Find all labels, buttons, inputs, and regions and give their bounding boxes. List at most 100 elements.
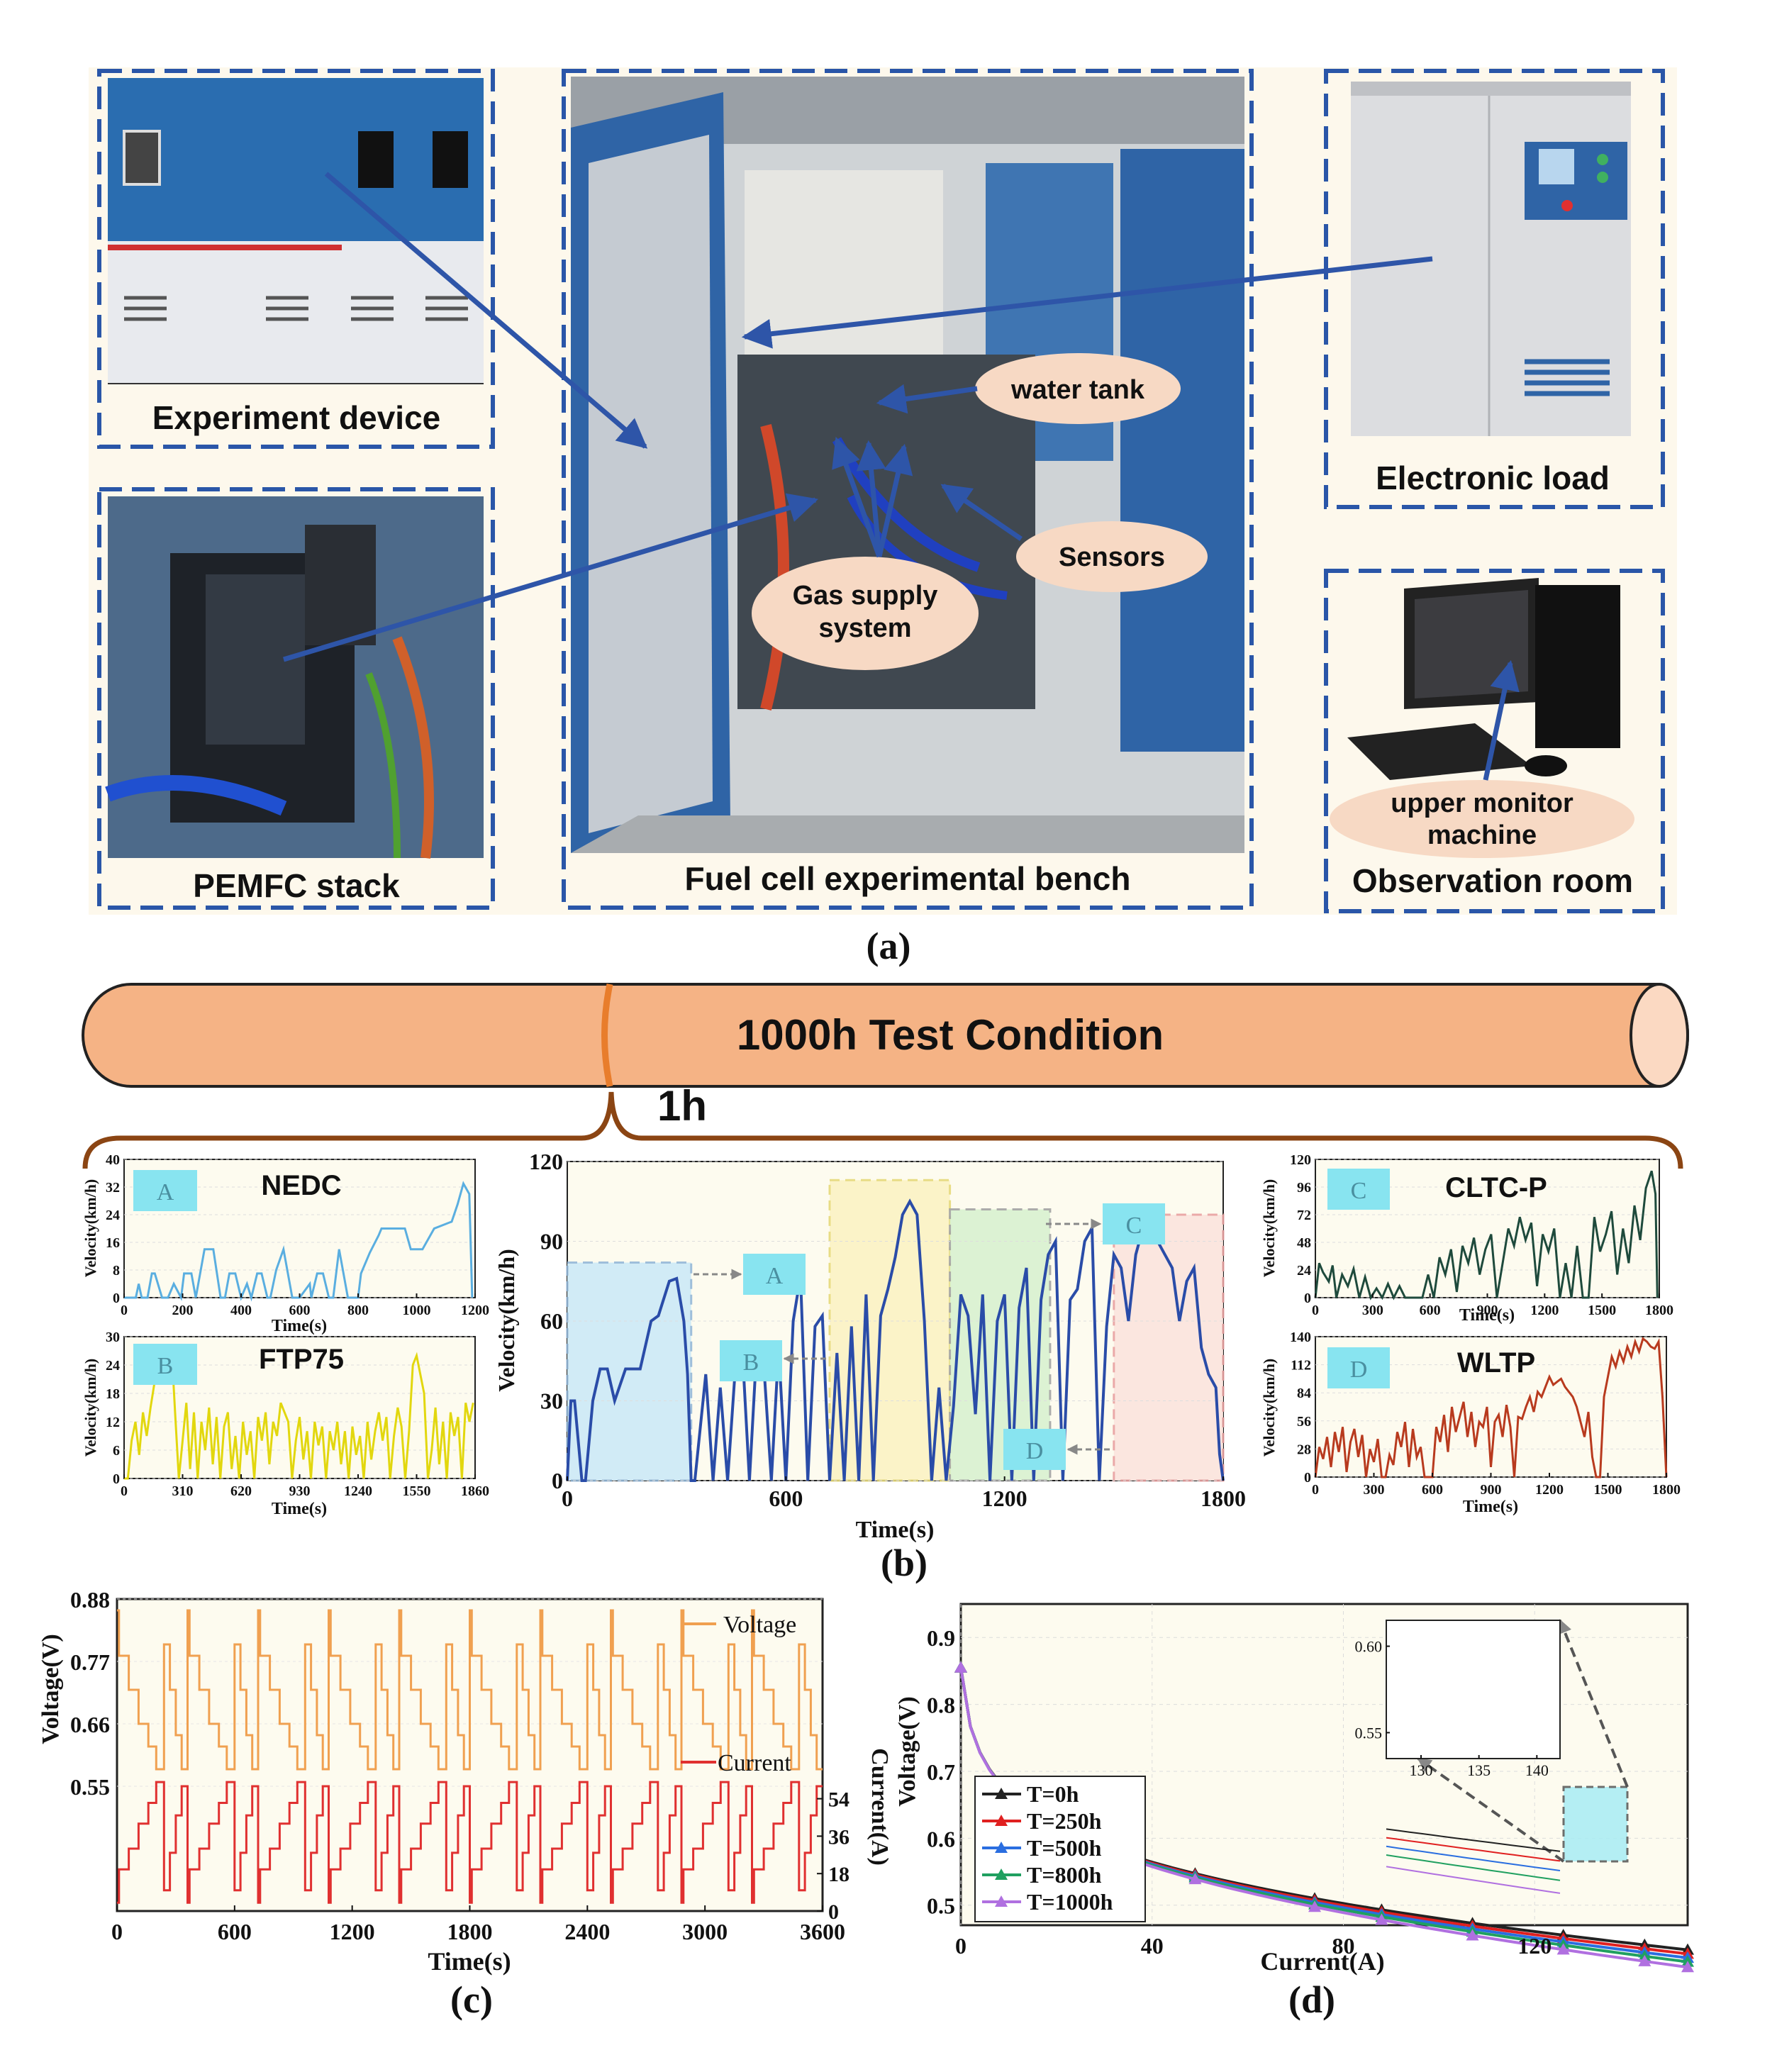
combined-xtick-label: 1800 bbox=[1201, 1486, 1246, 1511]
vc-xtick-label: 0 bbox=[111, 1919, 123, 1944]
bench-label: Fuel cell experimental bench bbox=[685, 860, 1131, 897]
combined-ytick-label: 60 bbox=[540, 1308, 563, 1334]
timeline: 1000h Test Condition 1h bbox=[82, 983, 1689, 1169]
ftp75-ytick-label: 30 bbox=[106, 1330, 120, 1345]
observation-room-card: upper monitor machine Observation room bbox=[1324, 569, 1665, 913]
pol-legend-marker bbox=[995, 1788, 1008, 1799]
ftp75-xtick-label: 1550 bbox=[403, 1483, 431, 1499]
nedc-xtick-label: 400 bbox=[230, 1303, 252, 1318]
pol-legend-marker bbox=[995, 1815, 1008, 1826]
pol-series-marker bbox=[1638, 1954, 1651, 1966]
device-to-bench-arrow bbox=[324, 172, 648, 449]
pol-series-marker bbox=[1466, 1929, 1479, 1941]
wltp-ytick-label: 28 bbox=[1297, 1442, 1311, 1457]
combined-ytick-label: 120 bbox=[529, 1149, 563, 1174]
wltp-xtick-label: 1800 bbox=[1652, 1482, 1681, 1498]
water-tank-text: water tank bbox=[1010, 375, 1145, 405]
pol-ytick-label: 0.8 bbox=[927, 1693, 955, 1718]
wltp-title: WLTP bbox=[1457, 1347, 1535, 1378]
cltc-xtick-label: 1500 bbox=[1588, 1303, 1616, 1318]
cltc-ylabel: Velocity(km/h) bbox=[1260, 1179, 1278, 1278]
pol-legend-marker bbox=[995, 1895, 1008, 1907]
wltp-xtick-label: 1500 bbox=[1594, 1482, 1622, 1498]
cltc-title: CLTC-P bbox=[1445, 1172, 1547, 1203]
pol-ylabel: Voltage(V) bbox=[894, 1696, 920, 1807]
experiment-device-label: Experiment device bbox=[152, 399, 441, 436]
wltp-series-line bbox=[1314, 1337, 1668, 1478]
timeline-tube-end bbox=[1630, 983, 1689, 1088]
wltp-xtick-label: 600 bbox=[1422, 1482, 1443, 1498]
inset-xtick-label: 130 bbox=[1410, 1761, 1433, 1779]
ftp75-xtick-label: 310 bbox=[172, 1483, 194, 1499]
vc-xtick-label: 3600 bbox=[800, 1919, 845, 1944]
nedc-tag-box bbox=[133, 1170, 197, 1211]
vc-xtick-label: 600 bbox=[218, 1919, 252, 1944]
cltc-ytick-label: 120 bbox=[1290, 1152, 1311, 1168]
combined-xtick-label: 0 bbox=[562, 1486, 573, 1511]
pol-legend-marker bbox=[995, 1842, 1008, 1853]
vc-y2tick-label: 18 bbox=[828, 1863, 849, 1886]
caption-d: (d) bbox=[1288, 1978, 1335, 2021]
pol-xtick-label: 120 bbox=[1517, 1933, 1552, 1959]
ftp75-xtick-label: 620 bbox=[230, 1483, 252, 1499]
combined-ytick-label: 30 bbox=[540, 1388, 563, 1414]
vc-xtick-label: 1200 bbox=[330, 1919, 375, 1944]
combined-ytick-label: 90 bbox=[540, 1229, 563, 1254]
nedc-ytick-label: 40 bbox=[106, 1152, 120, 1168]
nedc-ytick-label: 32 bbox=[106, 1180, 120, 1196]
caption-a: (a) bbox=[867, 925, 911, 967]
pol-zoom-arrow-2 bbox=[1417, 1757, 1565, 1863]
timeline-1h-marker bbox=[601, 984, 613, 1087]
nedc-title: NEDC bbox=[261, 1170, 341, 1201]
combined-tag-c: C bbox=[1126, 1213, 1142, 1239]
ftp75-ytick-label: 6 bbox=[113, 1443, 120, 1459]
inset-series-line bbox=[1386, 1866, 1561, 1894]
pol-xtick-label: 40 bbox=[1141, 1933, 1164, 1959]
timeline-brace bbox=[82, 1091, 1683, 1169]
wltp-ytick-label: 112 bbox=[1291, 1358, 1311, 1374]
wltp-ytick-label: 56 bbox=[1297, 1414, 1311, 1430]
vc-legend-current-text: Current bbox=[718, 1750, 791, 1776]
vc-legend-current: Current bbox=[681, 1750, 791, 1776]
pol-xtick-label: 80 bbox=[1332, 1933, 1354, 1959]
vc-y2tick-label: 54 bbox=[828, 1788, 849, 1812]
pol-ytick-label: 0.7 bbox=[927, 1759, 955, 1785]
wltp-ytick-label: 0 bbox=[1304, 1470, 1311, 1486]
ftp75-ylabel: Velocity(km/h) bbox=[82, 1359, 99, 1457]
nedc-xtick-label: 600 bbox=[289, 1303, 311, 1318]
electronic-load-card: Electronic load bbox=[1324, 69, 1665, 509]
wltp-tag: D bbox=[1350, 1357, 1368, 1383]
wltp-ytick-label: 140 bbox=[1290, 1330, 1311, 1345]
pol-zoom-arrow-1 bbox=[1558, 1619, 1629, 1788]
nedc-ytick-label: 8 bbox=[113, 1263, 120, 1279]
nedc-xtick-label: 0 bbox=[121, 1303, 128, 1318]
electronic-load-image bbox=[1351, 82, 1631, 436]
pol-legend-label: T=800h bbox=[1027, 1862, 1102, 1888]
caption-b: (b) bbox=[881, 1542, 928, 1584]
combined-tag-d: D bbox=[1026, 1438, 1044, 1464]
cltc-ytick-label: 72 bbox=[1297, 1208, 1311, 1223]
pol-legend-label: T=500h bbox=[1027, 1835, 1102, 1861]
upper-monitor-text-1: upper monitor bbox=[1391, 789, 1573, 818]
inset-series-line bbox=[1386, 1854, 1561, 1881]
vc-current-line bbox=[117, 1781, 823, 1904]
ftp75-ytick-label: 24 bbox=[106, 1358, 120, 1374]
inset-xtick-label: 135 bbox=[1467, 1761, 1491, 1779]
nedc-xtick-label: 1000 bbox=[403, 1303, 431, 1318]
pol-series-marker bbox=[954, 1661, 967, 1673]
wltp-xtick-label: 900 bbox=[1481, 1482, 1502, 1498]
cltc-ytick-label: 0 bbox=[1304, 1291, 1311, 1306]
ftp75-ytick-label: 0 bbox=[113, 1471, 120, 1487]
nedc-xlabel: Time(s) bbox=[272, 1317, 327, 1335]
nedc-ytick-label: 16 bbox=[106, 1235, 120, 1251]
panel-a: Experiment device PEMFC stack bbox=[89, 67, 1677, 967]
ftp75-xtick-label: 930 bbox=[289, 1483, 311, 1499]
vc-xlabel: Time(s) bbox=[428, 1947, 511, 1976]
caption-c: (c) bbox=[450, 1978, 493, 2021]
ftp75-tag: B bbox=[157, 1353, 174, 1379]
